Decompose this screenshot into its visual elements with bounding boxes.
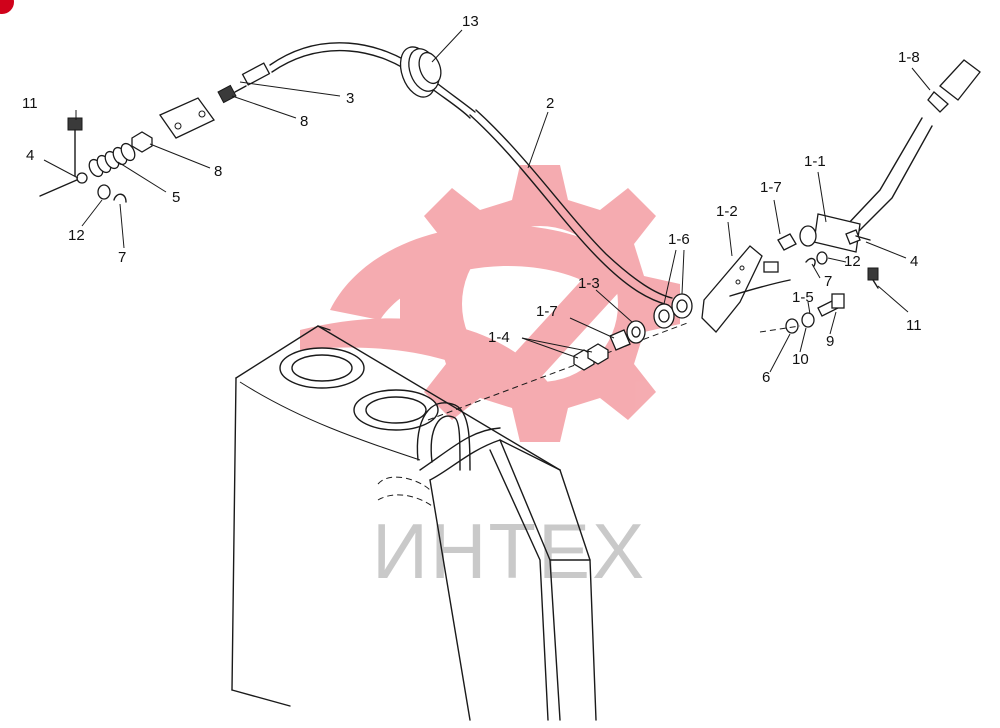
fuel-tank — [231, 321, 691, 721]
label-4-left: 4 — [26, 147, 34, 164]
label-1-2: 1-2 — [716, 203, 738, 220]
label-11-left: 11 — [22, 95, 38, 112]
label-1-6: 1-6 — [668, 231, 690, 248]
label-1-4: 1-4 — [488, 329, 510, 346]
label-5: 5 — [172, 189, 180, 206]
label-2: 2 — [546, 95, 554, 112]
label-8-top: 8 — [300, 113, 308, 130]
control-cable — [269, 42, 673, 306]
label-6: 6 — [762, 369, 770, 386]
label-11-right: 11 — [906, 317, 922, 334]
label-1-7-top: 1-7 — [760, 179, 782, 196]
label-1-1: 1-1 — [804, 153, 826, 170]
label-7-left: 7 — [118, 249, 126, 266]
corner-badge — [0, 0, 14, 14]
label-1-3: 1-3 — [578, 275, 600, 292]
label-1-5: 1-5 — [792, 289, 814, 306]
label-3: 3 — [346, 90, 354, 107]
label-7-right: 7 — [824, 273, 832, 290]
lever-assembly — [573, 59, 981, 371]
label-10: 10 — [792, 351, 809, 368]
left-cable-end — [39, 62, 271, 203]
part-labels: 13 3 8 8 2 11 4 5 12 7 1-8 1-1 1-7 1-2 1… — [22, 13, 922, 386]
watermark-text: ИНТЕХ — [372, 507, 646, 595]
watermark-swoosh — [300, 318, 560, 410]
watermark-diagonal — [490, 260, 630, 400]
leader-lines — [43, 29, 931, 373]
label-12-right: 12 — [844, 253, 861, 270]
label-4-right: 4 — [910, 253, 918, 270]
label-9: 9 — [826, 333, 834, 350]
label-12-left: 12 — [68, 227, 85, 244]
watermark-arc — [330, 224, 640, 320]
label-1-7-bottom: 1-7 — [536, 303, 558, 320]
watermark-gear-logo — [300, 165, 680, 442]
label-13: 13 — [462, 13, 479, 30]
label-8-bottom: 8 — [214, 163, 222, 180]
label-1-8: 1-8 — [898, 49, 920, 66]
